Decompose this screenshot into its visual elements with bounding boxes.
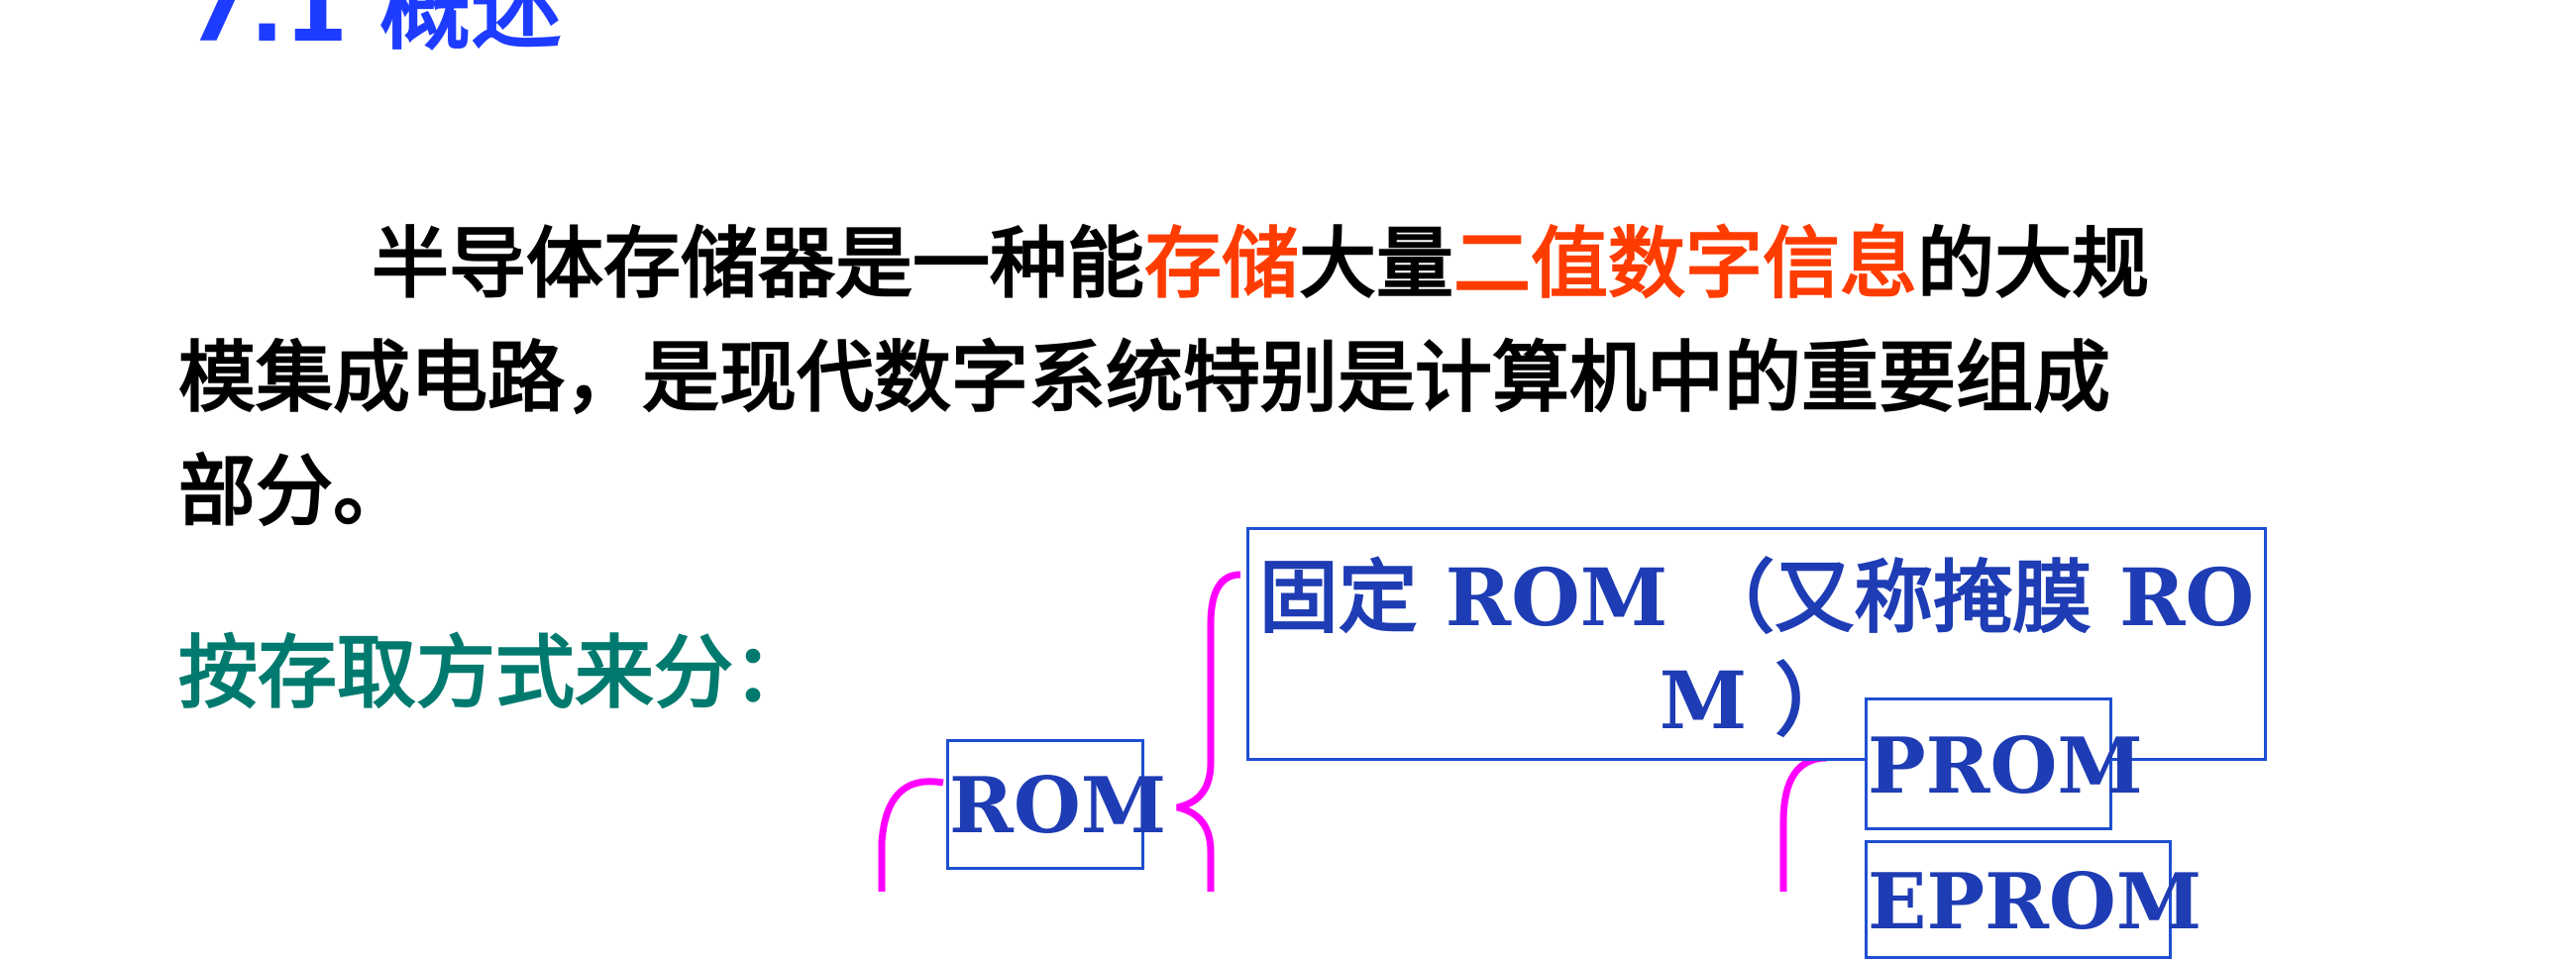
rom-brace — [1176, 571, 1241, 892]
text-segment: 大量 — [1299, 220, 1454, 309]
text-segment: 的大规 — [1917, 220, 2150, 309]
fixed-rom-label-line-2: M ） — [1659, 654, 1855, 747]
programmable-brace — [1779, 754, 1828, 892]
left-brace — [878, 778, 944, 892]
intro-paragraph: 半导体存储器是一种能存储大量二值数字信息的大规 模集成电路，是现代数字系统特别是… — [178, 208, 2408, 550]
highlight-storage: 存储 — [1144, 220, 1300, 309]
access-method-label: 按存取方式来分： — [178, 627, 812, 719]
fixed-rom-label-line-1: 固定 ROM （又称掩膜 RO — [1258, 551, 2255, 644]
paragraph-line-3: 部分。 — [178, 448, 411, 537]
page-title: 7.1 概述 — [186, 0, 563, 62]
prom-box: PROM — [1865, 697, 2143, 830]
text-segment: 半导体存储器是一种能 — [372, 220, 1145, 309]
rom-box: ROM — [946, 739, 1166, 870]
highlight-binary-info: 二值数字信息 — [1453, 220, 1918, 309]
eprom-box: EPROM — [1865, 840, 2201, 959]
paragraph-line-1: 半导体存储器是一种能存储大量二值数字信息的大规 — [178, 208, 2408, 322]
paragraph-line-2: 模集成电路，是现代数字系统特别是计算机中的重要组成 — [178, 334, 2111, 423]
